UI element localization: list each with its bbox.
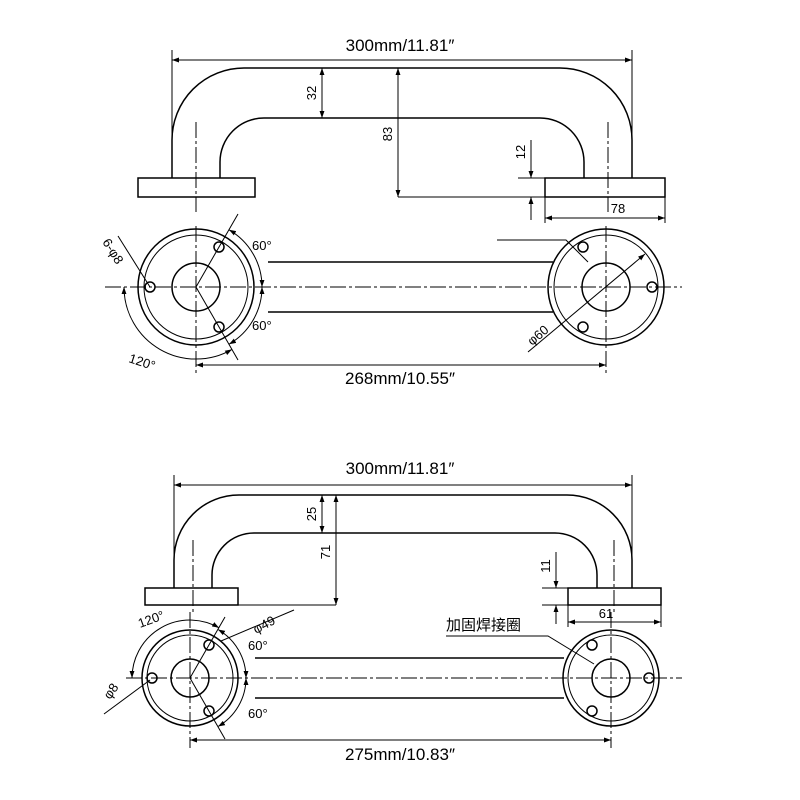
flange-diameter-dimension-line [527, 253, 646, 353]
right-tube-circle [581, 262, 631, 312]
flange-width-label: 78 [611, 201, 625, 216]
left-flange-profile [144, 587, 239, 606]
bottom-bar-plan-view: 275mm/10.83″ 60° 60° 120° φ49 φ8 [100, 608, 682, 764]
top-bar-side-view: 300mm/11.81″ 32 83 12 78 [137, 36, 666, 223]
lower-angle-label: 60° [252, 318, 272, 333]
bar-inner-edge [219, 117, 585, 178]
flange-diameter-label: φ60 [524, 322, 551, 348]
hole-diameter-label: φ8 [100, 680, 121, 701]
right-mounting-hole [577, 321, 589, 333]
hole-spacing-angle-arc [121, 286, 233, 360]
lower-hole-radial-line [189, 677, 226, 740]
right-flange-outer-circle [562, 629, 660, 727]
right-mounting-hole [577, 241, 589, 253]
left-flange-profile [137, 177, 256, 198]
left-mounting-hole [203, 705, 215, 717]
mounting-holes-leader [117, 235, 151, 288]
right-flange-profile [567, 587, 662, 606]
lower-angle-arc [217, 677, 249, 727]
upper-angle-label: 60° [252, 238, 272, 253]
overall-height-label: 71 [318, 545, 333, 559]
overall-height-label: 83 [380, 127, 395, 141]
hole-diameter-leader [103, 679, 151, 715]
right-tube-circle [591, 658, 631, 698]
right-mounting-hole [646, 281, 658, 293]
center-distance-label: 275mm/10.83″ [345, 745, 455, 764]
flange-thickness-label: 12 [513, 145, 528, 159]
upper-angle-label: 60° [248, 638, 268, 653]
bottom-bar-side-view: 300mm/11.81″ 25 71 11 61 加固焊接圈 [144, 459, 662, 665]
right-mounting-hole [586, 639, 598, 651]
lower-angle-arc [228, 286, 265, 345]
flange-width-label: 61 [599, 606, 613, 621]
weld-ring-leader [497, 239, 589, 263]
flange-diameter-leader [220, 609, 295, 642]
flange-thickness-label: 11 [538, 559, 553, 573]
right-mounting-hole [586, 705, 598, 717]
mounting-holes-label: 6-φ8 [99, 236, 126, 267]
right-flange-profile [544, 177, 666, 198]
bar-drop-label: 32 [304, 86, 319, 100]
lower-angle-label: 60° [248, 706, 268, 721]
bar-inner-edge [211, 532, 598, 588]
hole-spacing-angle-label: 120° [127, 351, 157, 374]
bar-outer-edge [173, 494, 633, 588]
flange-diameter-label: φ49 [250, 613, 277, 637]
upper-hole-radial-line [195, 213, 239, 288]
weld-ring-note-leader [446, 635, 595, 665]
overall-width-label: 300mm/11.81″ [346, 459, 455, 478]
hole-spacing-angle-arc [129, 619, 220, 679]
left-mounting-hole [213, 241, 225, 253]
right-flange-outer-circle [547, 228, 665, 346]
bar-outer-edge [171, 67, 633, 178]
top-bar-plan-view: 268mm/10.55″ 60° 60° 120° 6-φ8 φ60 [99, 213, 682, 388]
upper-angle-arc [217, 629, 249, 679]
bar-drop-label: 25 [304, 507, 319, 521]
overall-width-label: 300mm/11.81″ [346, 36, 455, 55]
upper-angle-arc [228, 229, 265, 288]
right-flange-ring [553, 234, 659, 340]
right-mounting-hole [643, 672, 655, 684]
center-distance-label: 268mm/10.55″ [345, 369, 455, 388]
weld-ring-note: 加固焊接圈 [446, 616, 521, 634]
